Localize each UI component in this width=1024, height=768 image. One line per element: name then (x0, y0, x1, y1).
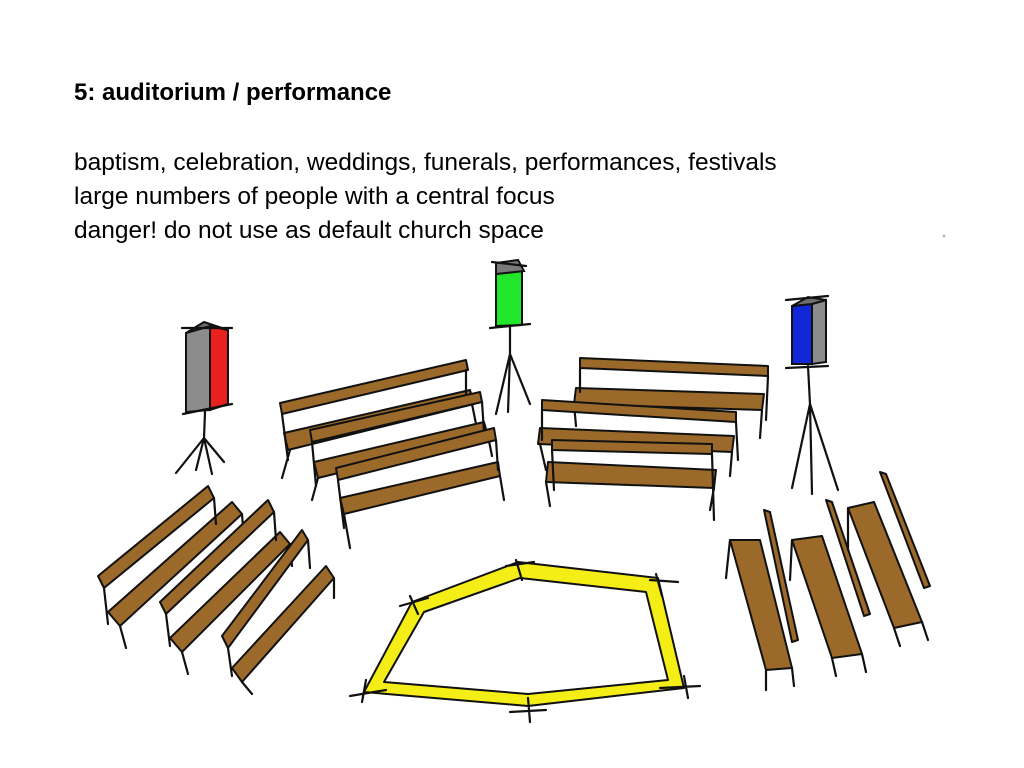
bench-group-right (724, 471, 931, 692)
red-banner-stand (174, 320, 234, 476)
bench (221, 529, 336, 696)
description-line-2: large numbers of people with a central f… (74, 183, 555, 210)
bench (788, 499, 871, 678)
green-banner-stand (488, 258, 532, 416)
bench (159, 499, 294, 676)
bench (724, 509, 799, 692)
description-line-1: baptism, celebration, weddings, funerals… (74, 149, 777, 176)
description-line-3: danger! do not use as default church spa… (74, 217, 544, 244)
slide-description: baptism, celebration, weddings, funerals… (74, 146, 777, 248)
slide-title: 5: auditorium / performance (74, 79, 392, 106)
bench (544, 439, 717, 522)
bench-group-back-left (279, 359, 506, 550)
stray-mark (942, 234, 946, 238)
bench-group-left (97, 485, 336, 696)
bench (572, 357, 770, 440)
bench (335, 427, 506, 550)
bench-group-back-right (537, 357, 770, 522)
bench (97, 485, 246, 650)
blue-banner-stand (784, 294, 840, 496)
central-stage-ring (348, 558, 702, 724)
bench (846, 471, 931, 648)
